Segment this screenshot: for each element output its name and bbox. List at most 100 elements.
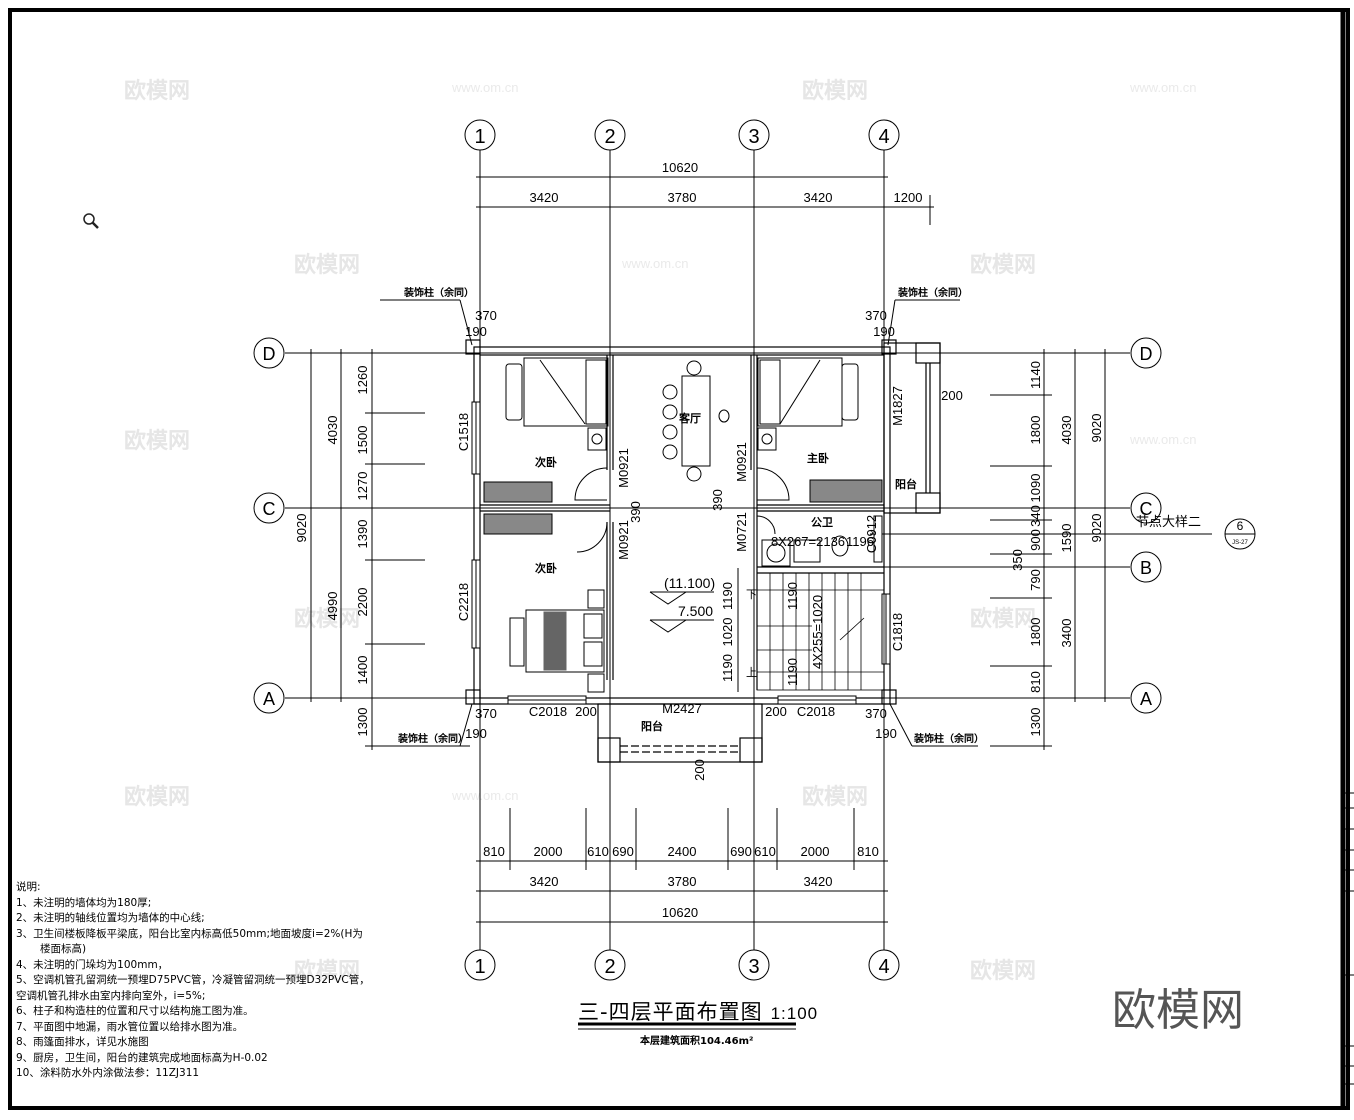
note-item: 10、涂料防水外内涂做法参：11ZJ311	[16, 1067, 200, 1079]
svg-text:200: 200	[765, 704, 787, 719]
note-item: 7、平面图中地漏，雨水管位置以给排水图为准。	[16, 1020, 244, 1033]
svg-text:A: A	[263, 689, 275, 709]
svg-text:2: 2	[604, 126, 615, 148]
title-block-lines	[1343, 792, 1354, 1085]
svg-text:3400: 3400	[1059, 619, 1074, 648]
svg-text:1196: 1196	[846, 534, 874, 549]
svg-text:200: 200	[575, 704, 597, 719]
svg-text:欧模网: 欧模网	[124, 784, 190, 809]
svg-text:690: 690	[612, 844, 634, 859]
svg-text:190: 190	[465, 726, 487, 741]
svg-text:装饰柱（余同）: 装饰柱（余同）	[397, 732, 468, 745]
svg-text:1190: 1190	[785, 582, 800, 610]
svg-text:370: 370	[865, 308, 887, 323]
brand-logo: 欧模网	[1112, 985, 1244, 1036]
svg-text:欧模网: 欧模网	[124, 428, 190, 453]
svg-text:200: 200	[941, 388, 963, 403]
svg-text:4X255=1020: 4X255=1020	[810, 595, 825, 669]
svg-text:2200: 2200	[355, 588, 370, 617]
dining-table	[681, 375, 711, 467]
svg-text:www.om.cn: www.om.cn	[451, 80, 518, 95]
svg-text:主卧: 主卧	[807, 451, 829, 465]
svg-text:下: 下	[746, 589, 757, 601]
svg-text:www.om.cn: www.om.cn	[451, 788, 518, 803]
svg-text:1400: 1400	[355, 656, 370, 685]
svg-text:D: D	[263, 344, 276, 364]
svg-text:1140: 1140	[1028, 361, 1043, 389]
svg-text:阳台: 阳台	[641, 719, 663, 733]
magnifier-icon[interactable]	[82, 212, 100, 230]
elevation-marks: (11.100) 7.500 下 上	[649, 575, 757, 679]
svg-text:10620: 10620	[662, 160, 698, 175]
right-dimension-lines	[990, 349, 1106, 750]
svg-text:3: 3	[748, 126, 759, 148]
watermarks: 欧模网 欧模网 www.om.cn www.om.cn 欧模网 欧模网 www.…	[124, 78, 1196, 983]
note-item: 6、柱子和构造柱的位置和尺寸以结构施工图为准。	[16, 1005, 254, 1017]
svg-text:610: 610	[754, 844, 776, 859]
svg-text:M0921: M0921	[616, 448, 631, 488]
svg-text:790: 790	[1028, 569, 1043, 591]
svg-text:350: 350	[1010, 549, 1025, 571]
svg-text:欧模网: 欧模网	[802, 78, 868, 103]
floor-area-note: 本层建筑面积104.46m²	[640, 1036, 754, 1047]
svg-text:1800: 1800	[1028, 416, 1043, 445]
svg-text:610: 610	[587, 844, 609, 859]
notes-heading: 说明:	[16, 881, 41, 893]
drawing-title-text: 三-四层平面布置图	[578, 1000, 763, 1024]
svg-text:C0912: C0912	[864, 515, 879, 553]
svg-text:190: 190	[873, 324, 895, 339]
svg-text:1590: 1590	[1059, 524, 1074, 553]
svg-text:欧模网: 欧模网	[124, 78, 190, 103]
svg-text:370: 370	[865, 706, 887, 721]
svg-text:4030: 4030	[1059, 416, 1074, 445]
svg-text:1300: 1300	[355, 708, 370, 737]
svg-text:次卧: 次卧	[535, 561, 557, 575]
svg-text:装饰柱（余同）: 装饰柱（余同）	[897, 286, 968, 299]
bathroom-fixtures	[761, 535, 849, 567]
svg-text:1200: 1200	[894, 190, 923, 205]
wardrobes	[483, 479, 883, 535]
right-dimensions: 9020 4030 1590 3400 9020 1140 1800 1090 …	[1010, 361, 1104, 736]
svg-text:810: 810	[1028, 671, 1043, 693]
svg-text:1390: 1390	[355, 520, 370, 549]
note-item: 2、未注明的轴线位置均为墙体的中心线;	[16, 912, 205, 924]
bottom-dimensions: 810 2000 610 690 2400 690 610 2000 810 3…	[483, 844, 879, 920]
outer-frame	[8, 8, 1350, 1110]
note-item: 1、未注明的墙体均为180厚;	[16, 896, 152, 909]
bed-secondary-bedroom-1	[523, 357, 609, 427]
svg-text:1800: 1800	[1028, 618, 1043, 647]
svg-text:1090: 1090	[1028, 474, 1043, 503]
svg-text:欧模网: 欧模网	[970, 252, 1036, 277]
svg-text:7.500: 7.500	[678, 603, 713, 619]
svg-text:阳台: 阳台	[895, 477, 917, 491]
opening-codes: C1518 C2218 M0921 M0921 M0921 M0721 M182…	[456, 386, 905, 719]
svg-text:C: C	[1140, 499, 1153, 519]
svg-text:装饰柱（余同）: 装饰柱（余同）	[403, 286, 474, 299]
svg-text:M1827: M1827	[890, 386, 905, 426]
svg-text:欧模网: 欧模网	[970, 958, 1036, 983]
note-item: 9、厨房，卫生间，阳台的建筑完成地面标高为H-0.02	[16, 1051, 268, 1064]
svg-text:1500: 1500	[355, 426, 370, 455]
svg-text:810: 810	[483, 844, 505, 859]
svg-text:3780: 3780	[668, 190, 697, 205]
svg-text:1: 1	[474, 956, 485, 978]
svg-text:3: 3	[748, 956, 759, 978]
svg-text:www.om.cn: www.om.cn	[1129, 432, 1196, 447]
svg-text:900: 900	[1028, 529, 1043, 551]
svg-text:欧模网: 欧模网	[970, 606, 1036, 631]
decorative-column-callouts: 装饰柱（余同） 装饰柱（余同） 装饰柱（余同） 装饰柱（余同）	[374, 286, 984, 747]
svg-text:欧模网: 欧模网	[294, 958, 360, 983]
note-item: 5、空调机管孔留洞统一预埋D75PVC管，冷凝管留洞统一预埋D32PVC管，	[16, 974, 370, 986]
svg-text:9020: 9020	[294, 514, 309, 543]
note-item: 空调机管孔排水由室内排向室外，i=5%;	[16, 989, 206, 1002]
svg-text:M0721: M0721	[734, 512, 749, 552]
staircase	[737, 568, 885, 692]
svg-text:200: 200	[692, 759, 707, 781]
svg-text:欧模网: 欧模网	[802, 784, 868, 809]
bed-secondary-bedroom-2	[525, 609, 605, 673]
design-notes: 说明: 1、未注明的墙体均为180厚; 2、未注明的轴线位置均为墙体的中心线; …	[16, 880, 370, 1082]
svg-text:1260: 1260	[355, 366, 370, 395]
detail-callout[interactable]: 节点大样二 6 JS-27	[1136, 514, 1256, 550]
svg-text:M0921: M0921	[616, 520, 631, 560]
